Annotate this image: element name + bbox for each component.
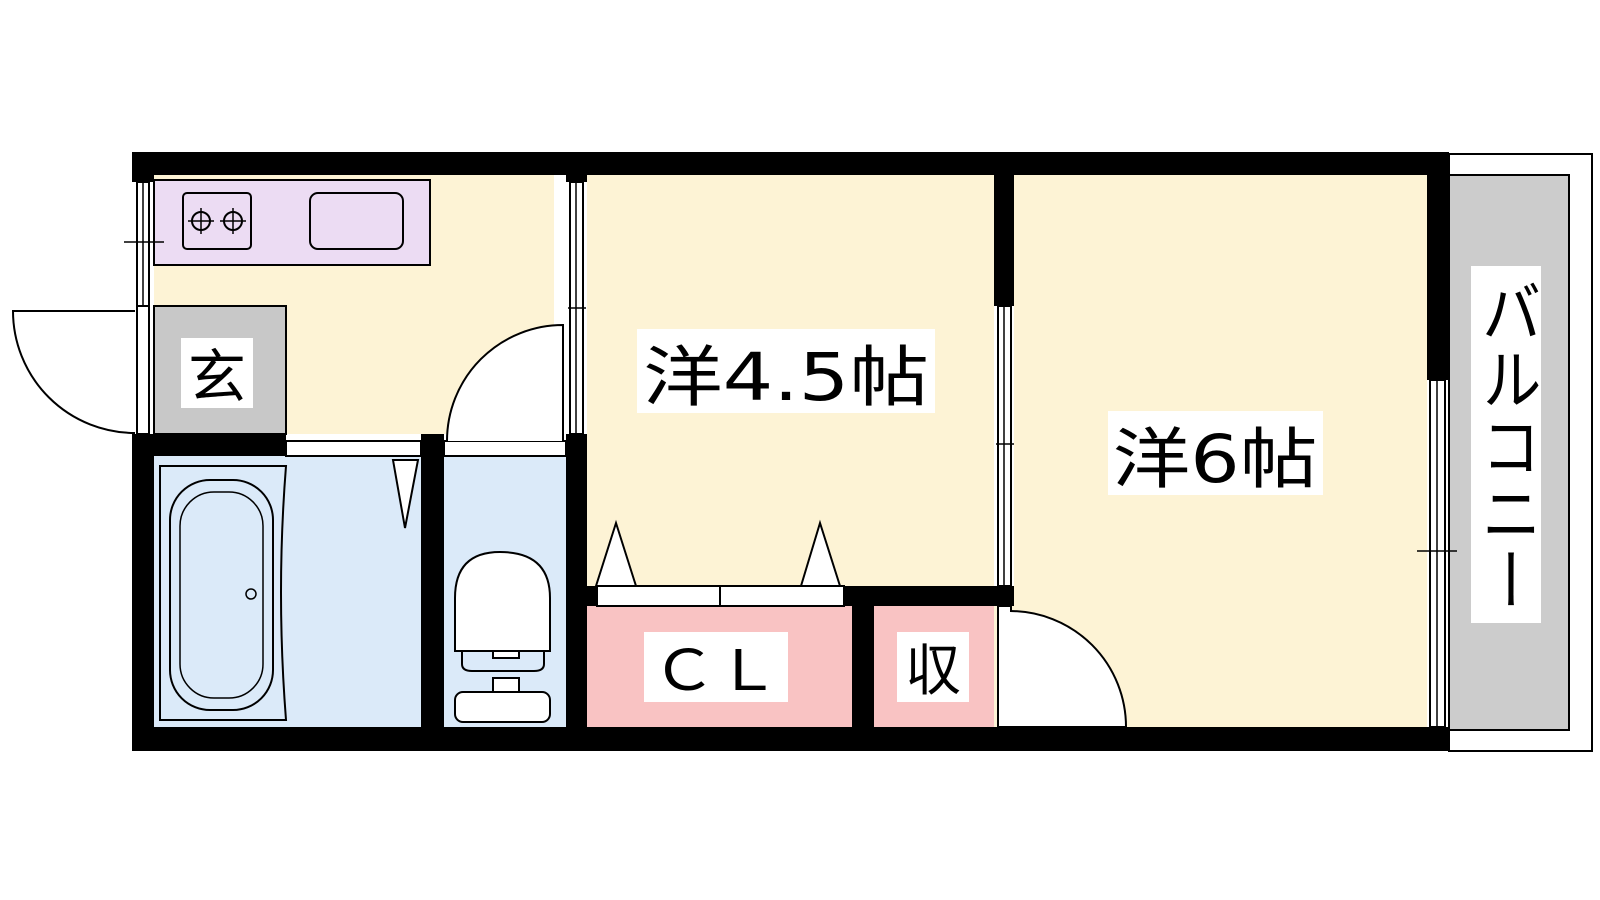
wall-right-upper [1427,152,1449,380]
wall-left-lower [132,434,154,751]
wall-entrance-bottom [132,434,286,456]
western-room-large-label: 洋6帖 [1113,421,1318,498]
stove [182,192,252,250]
western-room-small-label: 洋4.5帖 [643,339,929,416]
room-door-frame [997,605,1012,728]
wall-closet-top-right [844,586,994,606]
wall-rooms-top [994,152,1014,306]
wall-bath-toilet [421,434,444,751]
bath-faucet [391,459,420,529]
wall-closet-storage [852,586,874,751]
wall-left-upper [132,152,154,182]
entrance-label: 玄 [188,343,246,411]
bathtub-drain [245,588,257,600]
wall-rooms-bottom [994,586,1014,606]
wall-kitchen-room-bottom [566,434,587,751]
closet-label: ＣＬ [652,639,780,704]
wall-right-lower [1427,727,1449,751]
toilet-bowl [454,550,551,652]
toilet-door-frame [443,440,567,457]
bathtub-basin [179,491,264,699]
bath-door-frame [285,440,422,457]
wall-closet-top [587,586,597,606]
bath-door-swing [446,323,564,442]
bathtub-inner [169,479,274,711]
wall-kitchen-room-top [566,152,587,182]
room-door-swing [1009,610,1128,728]
balcony-label: バルコニー [1471,278,1541,613]
wall-bottom [132,727,1449,751]
entrance-door-swing [11,310,136,434]
kitchen-sink [309,192,404,250]
wall-top [132,152,1449,175]
storage-label: 収 [905,639,961,704]
entrance-door-frame [136,305,150,435]
kitchen-counter [153,179,431,266]
toilet-tank [454,691,551,723]
bathtub [159,465,288,721]
